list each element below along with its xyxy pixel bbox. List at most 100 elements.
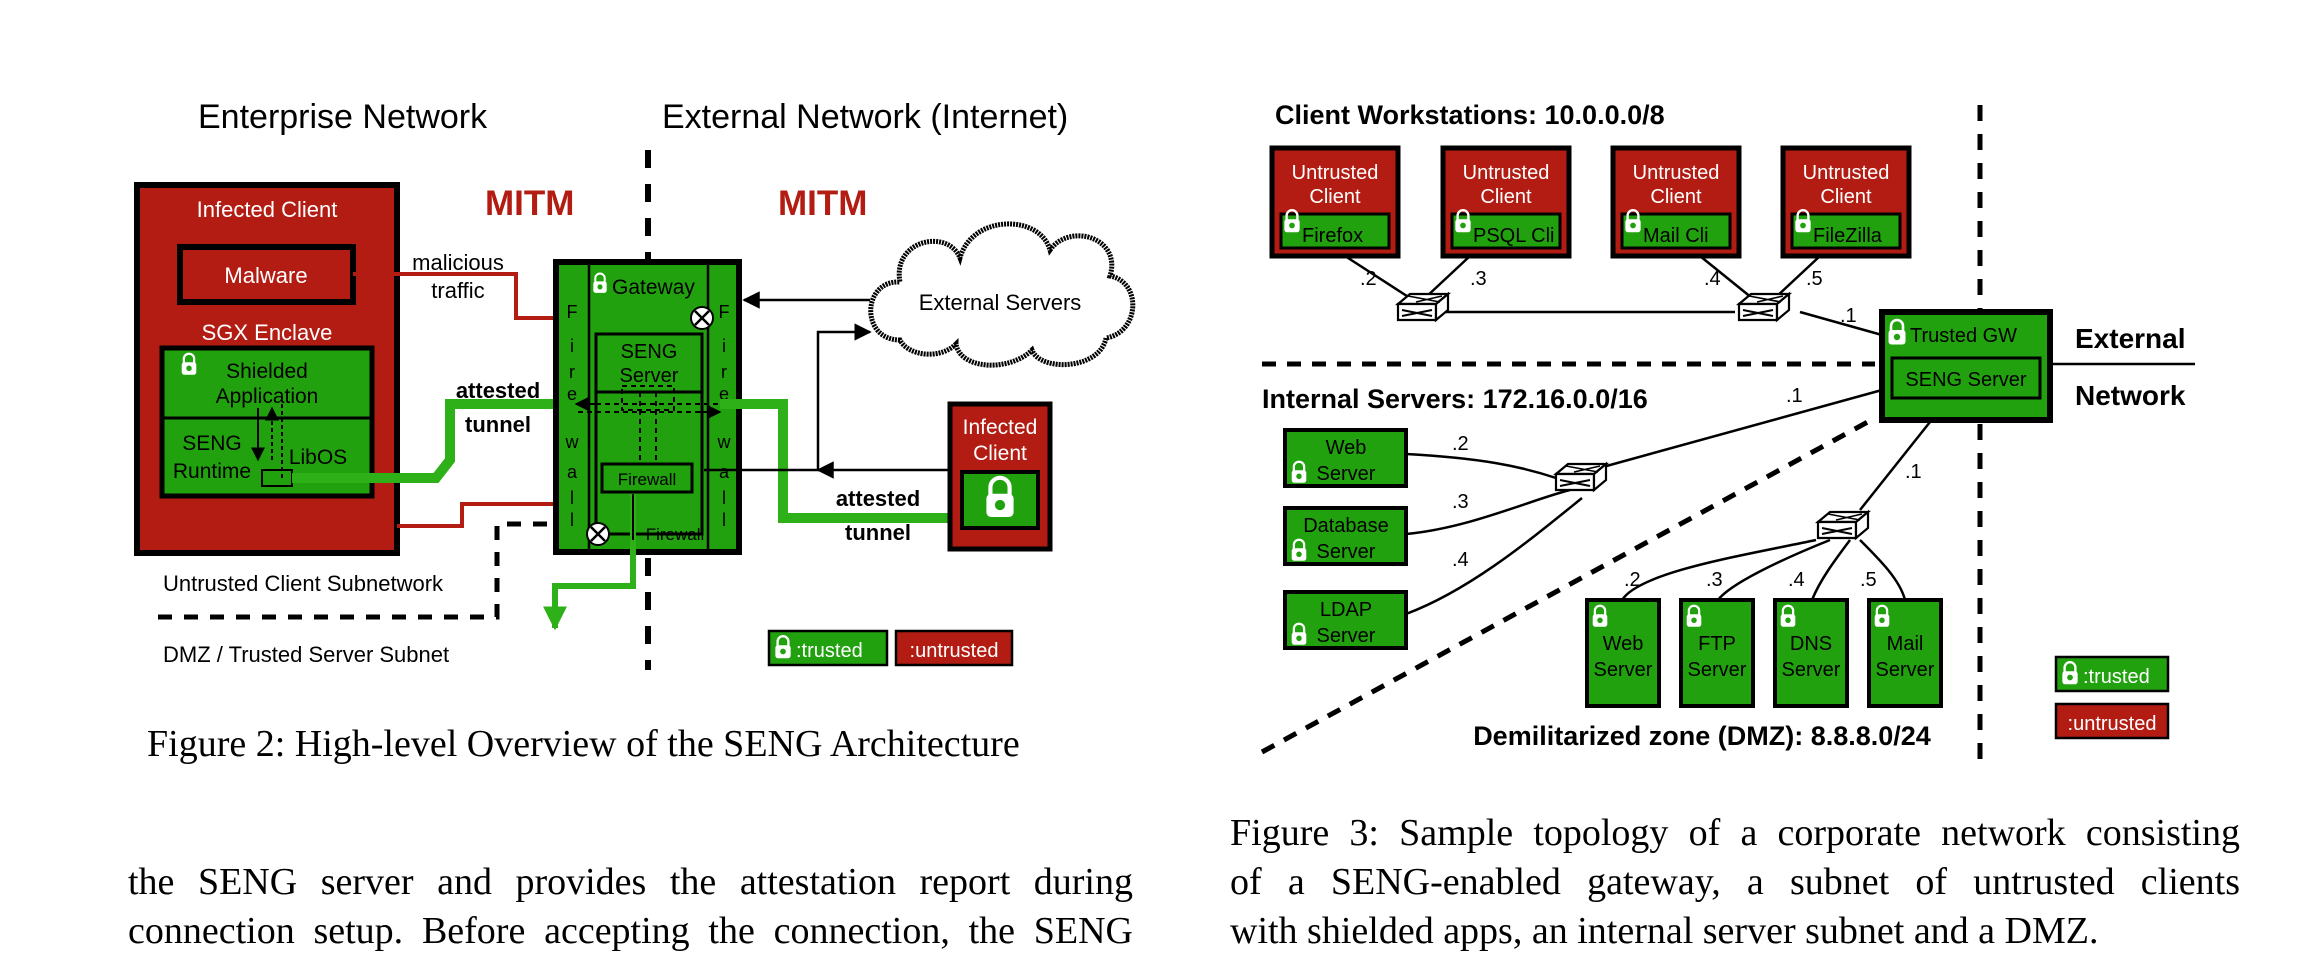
figure-2-diagram: Enterprise Network External Network (Int… xyxy=(134,98,1136,670)
attested-tunnel-right-line1: attested xyxy=(836,486,920,511)
figure-3-diagram: Client Workstations: 10.0.0.0/8 Untruste… xyxy=(1260,100,2195,760)
server-ip-label: .4 xyxy=(1452,549,1469,571)
subnet-divider-line xyxy=(158,521,556,620)
gateway-box xyxy=(553,259,742,555)
legend-trusted-label: :trusted xyxy=(796,640,863,662)
sgx-enclave-label: SGX Enclave xyxy=(202,320,333,345)
server-label-line2: Server xyxy=(1782,659,1841,681)
firewall-letter: w xyxy=(565,432,580,452)
firewall-letter: i xyxy=(722,336,726,356)
client-label-line1: Untrusted xyxy=(1803,162,1890,184)
untrusted-client-1: Untrusted Client Firefox xyxy=(1269,145,1401,259)
sgx-enclave-box xyxy=(159,345,375,499)
firewall-letter: l xyxy=(570,488,574,508)
firewall-inner-label: Firewall xyxy=(618,470,677,489)
switch-icon xyxy=(1396,292,1450,322)
external-network-line1: External xyxy=(2075,323,2186,354)
server-ip-label: .5 xyxy=(1860,569,1877,591)
malicious-traffic-line2: traffic xyxy=(431,278,484,303)
fig2-legend: :trusted :untrusted xyxy=(767,629,1014,667)
client-label-line2: Client xyxy=(1480,186,1532,208)
client-label-line2: Client xyxy=(1309,186,1361,208)
seng-server-box xyxy=(1890,356,2042,400)
server-label-line1: Web xyxy=(1326,437,1367,459)
figure-3-caption-line: with shielded apps, an internal server s… xyxy=(1230,910,2099,952)
internal-servers-title: Internal Servers: 172.16.0.0/16 xyxy=(1262,384,1648,414)
internal-server-ldap: LDAP Server .4 xyxy=(1283,549,1469,650)
malware-label: Malware xyxy=(224,263,307,288)
firewall-letter: a xyxy=(719,462,730,482)
firewall-letter: l xyxy=(722,488,726,508)
attested-tunnel-right-line2: tunnel xyxy=(845,520,911,545)
dmz-server-mail: Mail Server .5 xyxy=(1860,569,1943,708)
dmz-server-web: Web Server .2 xyxy=(1585,569,1661,708)
legend-untrusted-box xyxy=(2054,702,2170,740)
client-ip-label: .4 xyxy=(1704,268,1721,290)
client-label-line1: Untrusted xyxy=(1463,162,1550,184)
server-label-line1: Mail xyxy=(1887,633,1924,655)
firewall-outer-label: Firewall xyxy=(646,525,705,544)
server-ip-label: .3 xyxy=(1706,569,1723,591)
client-app-label: Mail Cli xyxy=(1643,225,1709,247)
switch-icon xyxy=(1816,510,1870,540)
trusted-gw-label: Trusted GW xyxy=(1910,325,2017,347)
dmz-server-ftp: FTP Server .3 xyxy=(1679,569,1755,708)
legend-untrusted-label: :untrusted xyxy=(910,640,999,662)
body-text-line: the SENG server and provides the attesta… xyxy=(128,861,1133,903)
server-label-line2: Server xyxy=(1317,463,1376,485)
figure-3-caption-line: of a SENG-enabled gateway, a subnet of u… xyxy=(1230,861,2240,903)
client-ip-label: .2 xyxy=(1360,268,1377,290)
server-ip-label: .3 xyxy=(1452,491,1469,513)
firewall-letter: i xyxy=(570,336,574,356)
server-ip-label: .2 xyxy=(1624,569,1641,591)
untrusted-client-2: Untrusted Client PSQL Cli xyxy=(1440,145,1572,259)
switch-icon xyxy=(1554,462,1608,492)
shielded-app-line1: Shielded xyxy=(226,360,308,383)
client-ip-label: .5 xyxy=(1806,268,1823,290)
client-label-line2: Client xyxy=(1820,186,1872,208)
client-workstations-title: Client Workstations: 10.0.0.0/8 xyxy=(1275,100,1665,130)
client-ip-label: .3 xyxy=(1470,268,1487,290)
external-servers-label: External Servers xyxy=(919,290,1082,315)
client-label-line1: Untrusted xyxy=(1292,162,1379,184)
firewall-inner-box xyxy=(600,462,694,494)
shielded-app-line2: Application xyxy=(216,385,319,408)
attested-tunnel-left-line1: attested xyxy=(456,378,540,403)
server-ip-label: .2 xyxy=(1452,433,1469,455)
switch-ip-label: .1 xyxy=(1840,305,1857,327)
mitm-label-right: MITM xyxy=(778,184,867,223)
firewall-letter: F xyxy=(719,302,730,322)
attested-tunnel-left xyxy=(292,399,578,483)
cloud-shape xyxy=(868,221,1136,368)
server-label-line1: Database xyxy=(1303,515,1389,537)
internal-server-database: Database Server .3 xyxy=(1283,491,1469,566)
seng-server-box xyxy=(594,332,704,394)
client-app-label: FileZilla xyxy=(1813,225,1883,247)
switch-ip-label: .1 xyxy=(1786,385,1803,407)
firewall-letter: l xyxy=(722,510,726,530)
seng-server-line1: SENG xyxy=(621,341,678,363)
external-network-label: External Network (Internet) xyxy=(662,98,1068,136)
server-label-line1: DNS xyxy=(1790,633,1832,655)
untrusted-subnet-label: Untrusted Client Subnetwork xyxy=(163,571,444,596)
dmz-boundary-line xyxy=(1260,415,1877,755)
server-label-line1: LDAP xyxy=(1320,599,1372,621)
server-label-line1: FTP xyxy=(1698,633,1736,655)
figure-3-caption-line: Figure 3: Sample topology of a corporate… xyxy=(1230,812,2240,854)
firewall-letter: r xyxy=(721,362,727,382)
malicious-traffic-line1: malicious xyxy=(412,250,504,275)
dmz-subnet-label: DMZ / Trusted Server Subnet xyxy=(163,642,449,667)
fig3-legend: :trusted :untrusted xyxy=(2054,655,2170,740)
infected-client-title: Infected Client xyxy=(197,197,338,222)
firewall-letter: a xyxy=(567,462,578,482)
mitm-label-left: MITM xyxy=(485,184,574,223)
body-text-line: connection setup. Before accepting the c… xyxy=(128,910,1133,952)
client-app-label: Firefox xyxy=(1302,225,1363,247)
internal-server-web: Web Server .2 xyxy=(1283,428,1469,488)
attested-tunnel-left-line2: tunnel xyxy=(465,412,531,437)
external-network-line2: Network xyxy=(2075,380,2186,411)
attested-tunnel-right xyxy=(720,399,992,523)
firewall-letter: F xyxy=(567,302,578,322)
switch-icon xyxy=(1737,292,1791,322)
